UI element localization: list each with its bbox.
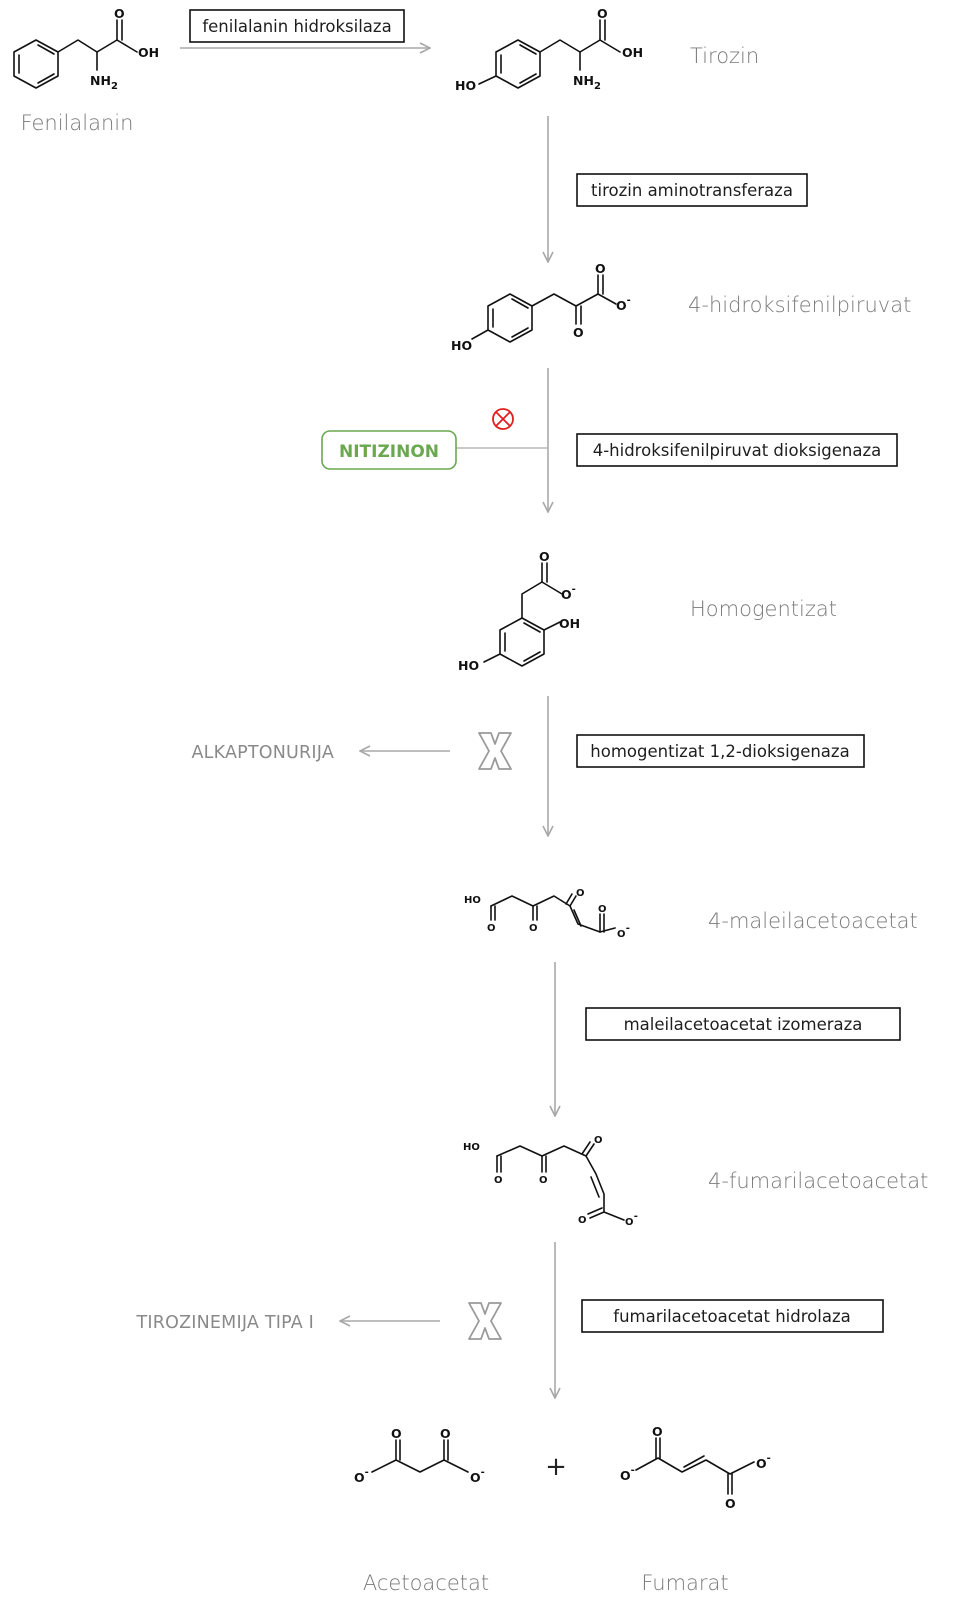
maleil-o-minus-label: O- [617,923,630,940]
homogentizat-oh-label: OH [559,616,580,631]
circle-x-icon [492,408,514,430]
fumaril-o-2-label: O [539,1175,548,1186]
homogentizat-label: Homogentizat [690,597,837,621]
plus-sign: + [545,1452,567,1482]
tirozin-nh2-label: NH2 [573,73,601,92]
fumarilacetoacetat-label: 4-fumarilacetoacetat [708,1169,928,1193]
acetoacetat-structure: O O O- O- [354,1426,485,1485]
fumarilacetoacetat-structure: HO O O O O O- [463,1135,638,1228]
hidroksifenilpiruvat-structure: HO O O O- [451,261,631,353]
fumaril-o-1-label: O [494,1175,503,1186]
fumarat-label: Fumarat [641,1571,728,1595]
maleil-o-4-label: O [598,904,607,915]
homogentizat-ho-label: HO [458,658,479,673]
acetoacetat-o-1-label: O [391,1426,402,1441]
enzyme-maleilacetoacetat-izomeraza: maleilacetoacetat izomeraza [624,1015,863,1034]
fumaril-o-3-label: O [594,1135,603,1146]
acetoacetat-label: Acetoacetat [363,1571,489,1595]
tirozin-label: Tirozin [690,44,759,68]
hpp-ho-label: HO [451,338,472,353]
enzyme-box-hpp-dioksigenaza [576,433,898,467]
maleil-o-1-label: O [487,923,496,934]
enzyme-box-homogentizat-dioksigenaza [576,734,865,768]
hpp-o-minus-label: O- [616,295,631,313]
nitizinon-label: NITIZINON [339,442,439,462]
acetoacetat-o-minus-2-label: O- [470,1467,485,1485]
maleil-ho-label: HO [464,895,481,906]
fenilalanin-structure: OH O NH2 [13,6,159,92]
fumarat-structure: O O- O- O [620,1424,771,1511]
enzyme-tirozin-aminotransferaza: tirozin aminotransferaza [591,181,793,200]
alkaptonurija-label: ALKAPTONURIJA [191,743,334,763]
fumaril-ho-label: HO [463,1142,480,1153]
maleil-o-3-label: O [576,888,585,899]
enzyme-homogentizat-dioksigenaza: homogentizat 1,2-dioksigenaza [590,742,849,761]
fumarat-o-minus-1-label: O- [620,1465,635,1483]
fenilalanin-label: Fenilalanin [21,111,134,135]
nitizinon-box [321,430,457,470]
fumarat-o-minus-2-label: O- [756,1453,771,1471]
maleilacetoacetat-structure: HO O O O O O- [464,888,630,940]
homogentizat-o-top-label: O [539,549,550,564]
fumaril-o-4-label: O [578,1215,587,1226]
tirozin-oh-label: OH [622,45,643,60]
tirozinemija-label: TIROZINEMIJA TIPA I [135,1313,314,1333]
enzyme-box-maleilacetoacetat-izomeraza [585,1007,901,1041]
tirozin-structure: HO OH O NH2 [455,6,643,93]
fenilalanin-o-label: O [114,6,125,21]
fumarat-o-1-label: O [652,1424,663,1439]
enzyme-fumarilacetoacetat-hidrolaza: fumarilacetoacetat hidrolaza [613,1307,850,1326]
acetoacetat-o-2-label: O [440,1426,451,1441]
cross-outline-icon-2 [468,1302,502,1340]
homogentizat-o-minus-label: O- [561,584,576,602]
enzyme-hpp-dioksigenaza: 4-hidroksifenilpiruvat dioksigenaza [593,441,882,460]
maleil-o-2-label: O [529,923,538,934]
tirozin-o-label: O [597,6,608,21]
enzyme-box-fenilalanin-hidroksilaza [189,9,405,43]
enzyme-fenilalanin-hidroksilaza: fenilalanin hidroksilaza [202,17,391,36]
fenilalanin-oh-label: OH [138,45,159,60]
hidroksifenilpiruvat-label: 4-hidroksifenilpiruvat [688,293,911,317]
fumaril-o-minus-label: O- [625,1211,638,1228]
enzyme-box-tirozin-aminotransferaza [576,173,808,207]
enzyme-box-fumarilacetoacetat-hidrolaza [581,1299,884,1333]
maleilacetoacetat-label: 4-maleilacetoacetat [708,909,918,933]
homogentizat-structure: O O- OH HO [458,549,580,673]
acetoacetat-o-minus-1-label: O- [354,1467,369,1485]
hpp-o-keto-label: O [573,325,584,340]
fumarat-o-2-label: O [725,1496,736,1511]
cross-outline-icon [478,732,512,770]
hpp-o-top-label: O [595,261,606,276]
fenilalanin-nh2-label: NH2 [90,73,118,92]
tirozin-ho-label: HO [455,78,476,93]
